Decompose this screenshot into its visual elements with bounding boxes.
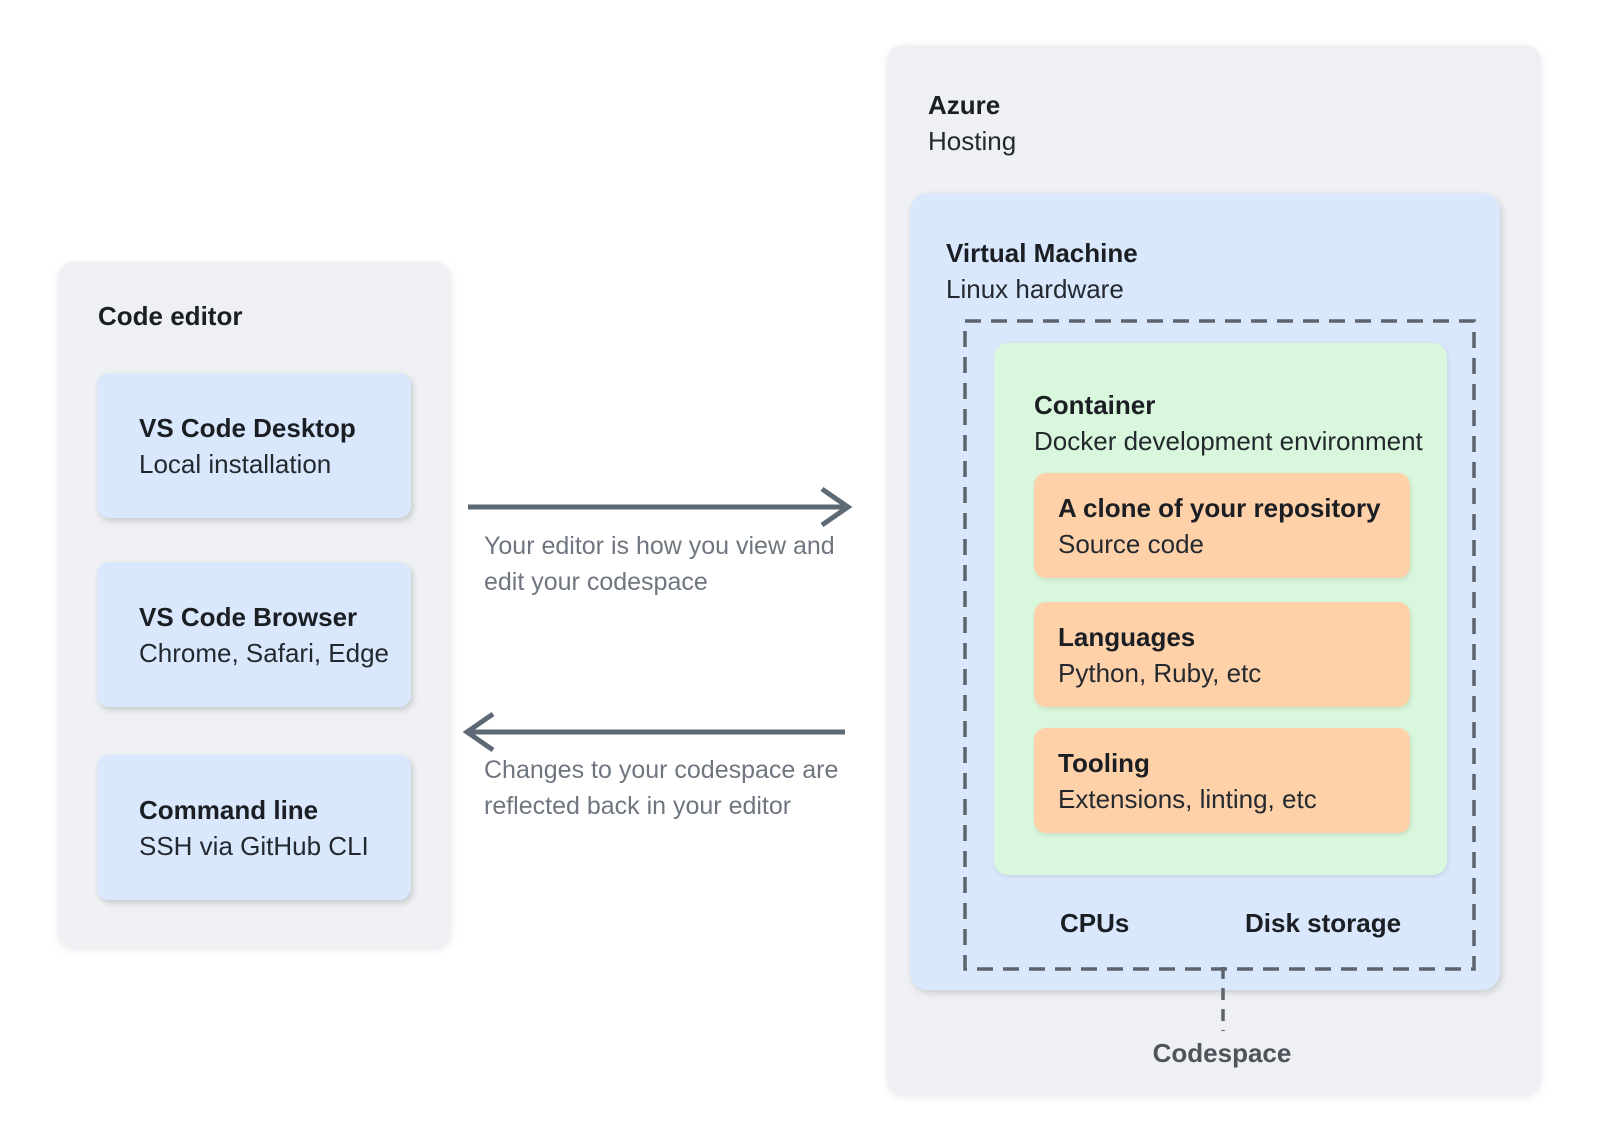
card-subtitle: Extensions, linting, etc bbox=[1058, 783, 1317, 814]
editor-card-command-line: Command line SSH via GitHub CLI bbox=[97, 755, 411, 900]
azure-panel-head: Azure Hosting bbox=[928, 87, 1016, 159]
virtual-machine-box: Virtual Machine Linux hardware Container… bbox=[910, 193, 1500, 990]
container-title: Container bbox=[1034, 390, 1156, 420]
card-subtitle: Python, Ruby, etc bbox=[1058, 657, 1262, 688]
caption-line: reflected back in your editor bbox=[484, 792, 792, 820]
caption-line: Changes to your codespace are bbox=[484, 756, 839, 784]
azure-panel: Azure Hosting Virtual Machine Linux hard… bbox=[887, 45, 1541, 1095]
codespace-dashed-boundary bbox=[963, 319, 1476, 971]
codespace-connector bbox=[1221, 967, 1225, 1031]
caption-line: Your editor is how you view and bbox=[484, 532, 835, 560]
editor-card-vs-code-browser: VS Code Browser Chrome, Safari, Edge bbox=[97, 562, 411, 707]
card-title: A clone of your repository bbox=[1058, 492, 1381, 523]
flow-caption-to-codespace: Your editor is how you view and edit you… bbox=[484, 528, 835, 600]
azure-title: Azure bbox=[928, 90, 1001, 120]
editor-card-vs-code-desktop: VS Code Desktop Local installation bbox=[97, 373, 411, 518]
vm-head: Virtual Machine Linux hardware bbox=[946, 235, 1138, 307]
container-card-languages: Languages Python, Ruby, etc bbox=[1034, 602, 1410, 707]
azure-subtitle: Hosting bbox=[928, 126, 1017, 156]
codespace-label: Codespace bbox=[1152, 1038, 1292, 1068]
card-title: VS Code Desktop bbox=[139, 412, 356, 443]
flow-caption-from-codespace: Changes to your codespace are reflected … bbox=[484, 752, 838, 824]
vm-subtitle: Linux hardware bbox=[946, 274, 1124, 304]
disk-storage-label: Disk storage bbox=[1245, 908, 1402, 938]
code-editor-title: Code editor bbox=[98, 301, 243, 331]
container-card-tooling: Tooling Extensions, linting, etc bbox=[1034, 728, 1410, 833]
card-subtitle: SSH via GitHub CLI bbox=[139, 830, 369, 861]
card-title: Command line bbox=[139, 794, 319, 825]
card-subtitle: Source code bbox=[1058, 528, 1204, 559]
card-title: VS Code Browser bbox=[139, 601, 358, 632]
vm-title: Virtual Machine bbox=[946, 238, 1138, 268]
caption-line: edit your codespace bbox=[484, 568, 708, 596]
arrow-left-icon bbox=[462, 711, 845, 753]
container-subtitle: Docker development environment bbox=[1034, 426, 1423, 456]
cpus-label: CPUs bbox=[1060, 908, 1130, 938]
card-subtitle: Chrome, Safari, Edge bbox=[139, 637, 390, 668]
arrow-right-icon bbox=[468, 486, 853, 528]
card-title: Languages bbox=[1058, 621, 1196, 652]
card-title: Tooling bbox=[1058, 747, 1150, 778]
container-card-repository: A clone of your repository Source code bbox=[1034, 473, 1410, 578]
code-editor-panel: Code editor VS Code Desktop Local instal… bbox=[58, 262, 451, 948]
card-subtitle: Local installation bbox=[139, 448, 332, 479]
container-head: Container Docker development environment bbox=[1034, 387, 1423, 459]
container-box: Container Docker development environment… bbox=[994, 343, 1447, 875]
